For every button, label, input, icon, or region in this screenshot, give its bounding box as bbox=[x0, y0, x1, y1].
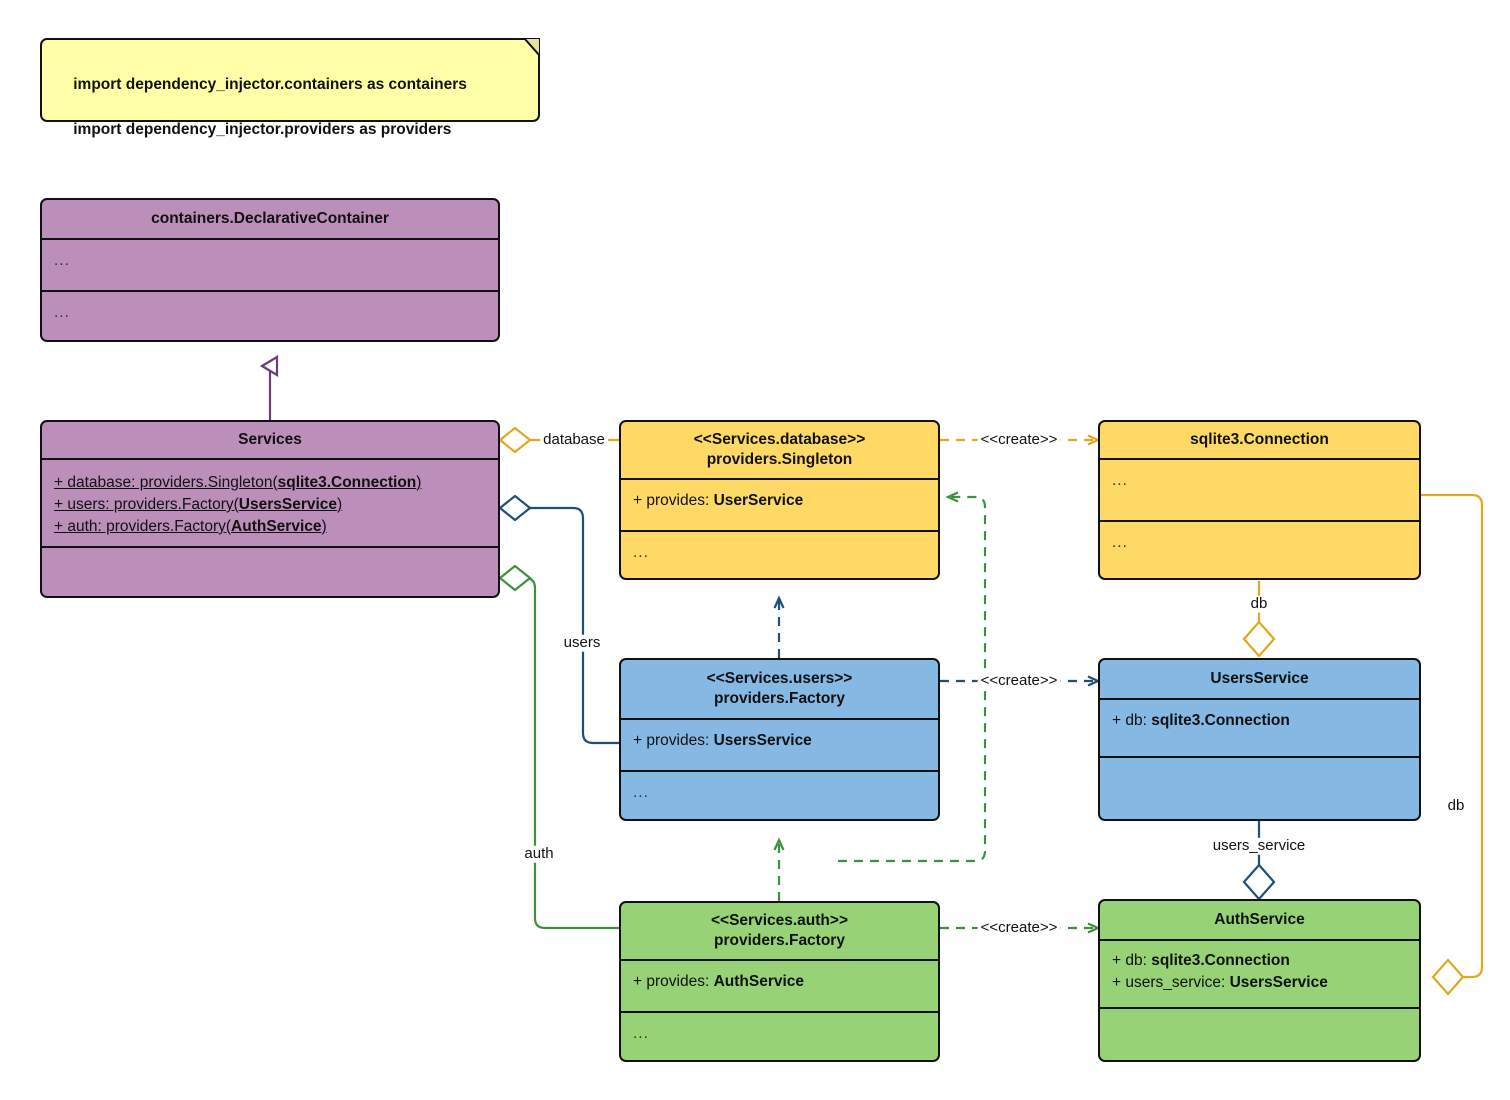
edge-label-users-service: users_service bbox=[1209, 837, 1309, 855]
class-operations: ... bbox=[633, 544, 649, 561]
class-attributes: + provides: UsersService bbox=[621, 720, 938, 772]
edge-aggregation-users bbox=[498, 494, 619, 745]
class-operations: ... bbox=[633, 784, 649, 801]
edge-label-auth: auth bbox=[521, 845, 557, 863]
class-operations bbox=[1100, 758, 1419, 819]
class-auth-service[interactable]: AuthService + db: sqlite3.Connection + u… bbox=[1098, 899, 1421, 1062]
class-name: providers.Factory bbox=[714, 932, 845, 949]
class-attributes: + provides: UserService bbox=[621, 480, 938, 532]
class-attributes: ... bbox=[42, 240, 498, 292]
import-note: import dependency_injector.containers as… bbox=[40, 38, 540, 138]
class-title: AuthService bbox=[1100, 901, 1419, 941]
class-attributes: + provides: AuthService bbox=[621, 961, 938, 1013]
class-title: <<Services.users>> providers.Factory bbox=[621, 660, 938, 720]
class-name: providers.Factory bbox=[714, 690, 845, 707]
class-title: sqlite3.Connection bbox=[1100, 422, 1419, 460]
class-title: Services bbox=[42, 422, 498, 460]
class-stereotype: <<Services.database>> bbox=[693, 430, 866, 448]
edge-users-service-auth-service bbox=[1242, 821, 1276, 901]
class-attributes: ... bbox=[1100, 460, 1419, 522]
note-line-1: import dependency_injector.containers as… bbox=[73, 76, 467, 94]
class-attributes: + database: providers.Singleton(sqlite3.… bbox=[42, 460, 498, 548]
class-operations bbox=[42, 548, 498, 596]
edge-label-db-users-service: db bbox=[1247, 595, 1271, 613]
edge-db-users-service bbox=[1242, 581, 1276, 658]
edge-aggregation-auth bbox=[498, 564, 619, 930]
class-users-service[interactable]: UsersService + db: sqlite3.Connection bbox=[1098, 658, 1421, 821]
class-provider-services-auth[interactable]: <<Services.auth>> providers.Factory + pr… bbox=[619, 901, 940, 1062]
class-attributes: + db: sqlite3.Connection + users_service… bbox=[1100, 941, 1419, 1009]
class-services[interactable]: Services + database: providers.Singleton… bbox=[40, 420, 500, 598]
edge-label-database: database bbox=[540, 431, 608, 449]
attribute-users: + users: providers.Factory(UsersService) bbox=[54, 496, 343, 513]
attribute-auth: + auth: providers.Factory(AuthService) bbox=[54, 518, 327, 535]
note-fold-icon bbox=[522, 38, 540, 58]
class-operations: ... bbox=[1112, 534, 1128, 551]
class-containers-declarativecontainer[interactable]: containers.DeclarativeContainer ... ... bbox=[40, 198, 500, 342]
edge-label-create-users: <<create>> bbox=[977, 672, 1061, 690]
class-title: UsersService bbox=[1100, 660, 1419, 700]
class-provider-services-users[interactable]: <<Services.users>> providers.Factory + p… bbox=[619, 658, 940, 821]
class-name: providers.Singleton bbox=[706, 451, 853, 468]
edge-label-users: users bbox=[560, 634, 604, 652]
class-stereotype: <<Services.users>> bbox=[706, 669, 853, 687]
attribute-db: + db: sqlite3.Connection bbox=[1112, 952, 1290, 969]
class-title: containers.DeclarativeContainer bbox=[42, 200, 498, 240]
note-line-2: import dependency_injector.providers as … bbox=[73, 121, 452, 139]
class-operations bbox=[1100, 1009, 1419, 1060]
class-provider-services-database[interactable]: <<Services.database>> providers.Singleto… bbox=[619, 420, 940, 580]
edge-label-create-database: <<create>> bbox=[977, 431, 1061, 449]
class-operations: ... bbox=[54, 304, 70, 321]
class-attributes: + db: sqlite3.Connection bbox=[1100, 700, 1419, 758]
class-title: <<Services.auth>> providers.Factory bbox=[621, 903, 938, 961]
class-sqlite3-connection[interactable]: sqlite3.Connection ... ... bbox=[1098, 420, 1421, 580]
attribute-database: + database: providers.Singleton(sqlite3.… bbox=[54, 474, 422, 491]
attribute-users-service: + users_service: UsersService bbox=[1112, 974, 1328, 991]
edge-db-auth-service bbox=[1421, 493, 1484, 996]
class-stereotype: <<Services.auth>> bbox=[710, 911, 848, 929]
edge-label-db-auth-service: db bbox=[1444, 797, 1468, 815]
edge-label-create-auth: <<create>> bbox=[977, 919, 1061, 937]
class-title: <<Services.database>> providers.Singleto… bbox=[621, 422, 938, 480]
class-operations: ... bbox=[633, 1025, 649, 1042]
